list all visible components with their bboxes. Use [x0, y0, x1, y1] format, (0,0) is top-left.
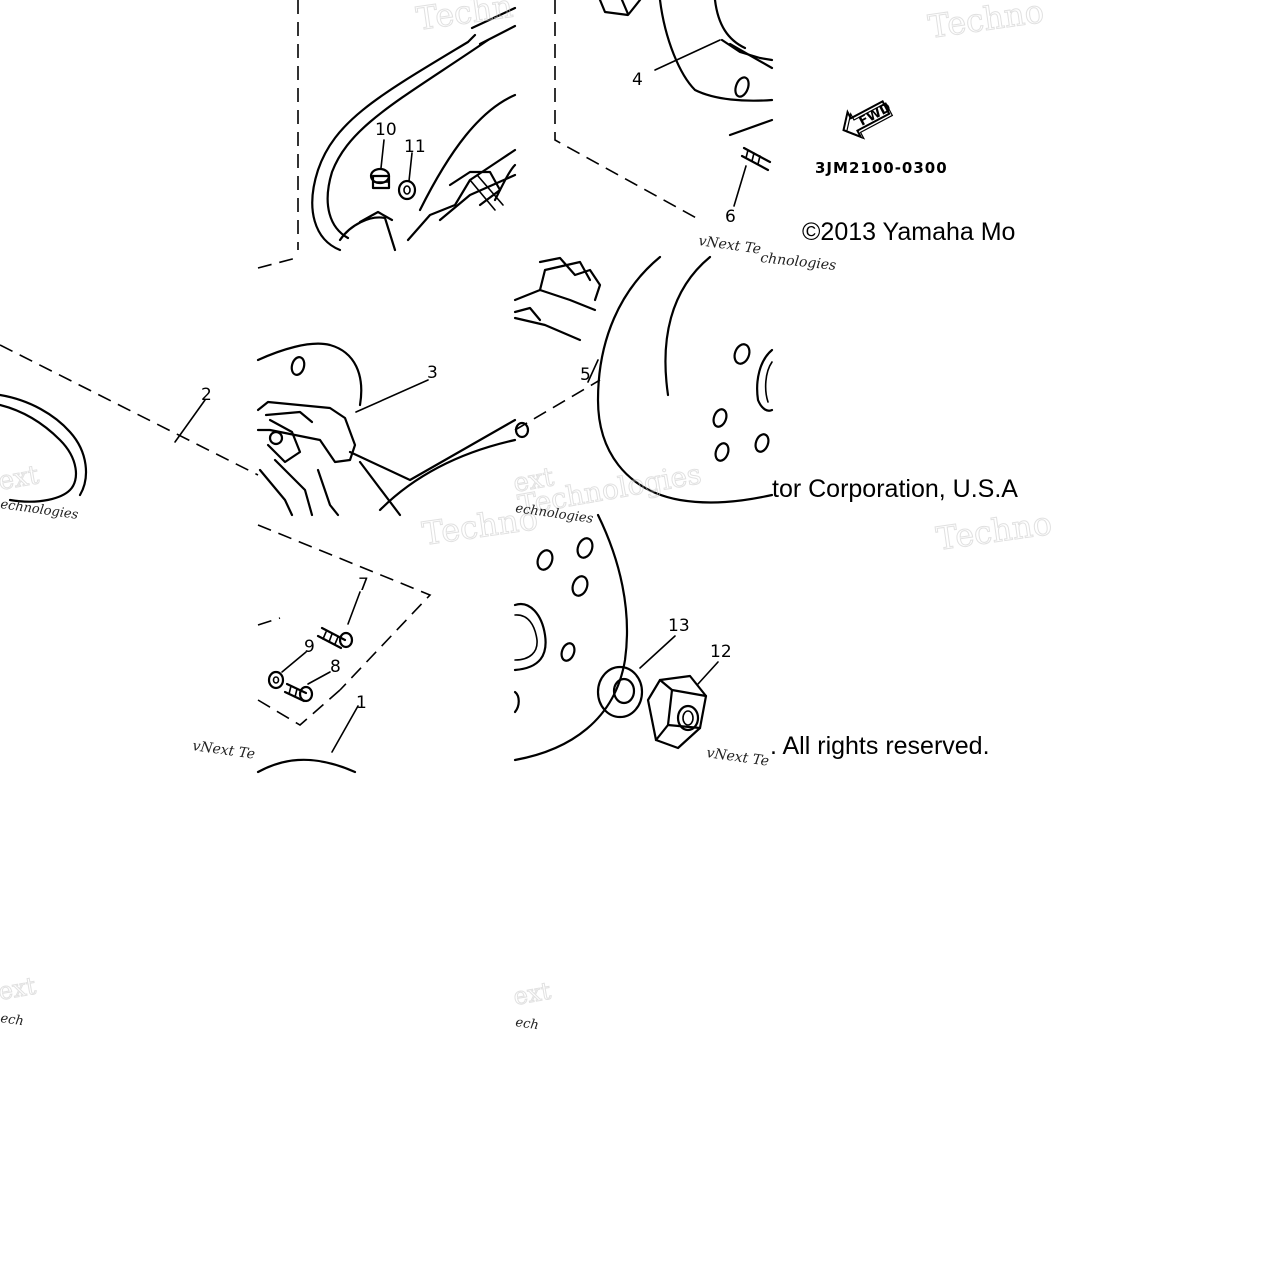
part-code: 3JM2100-0300 [815, 159, 948, 177]
bolt-7 [316, 626, 354, 650]
credit-text: chnologies [760, 250, 837, 274]
callout-5: 5 [580, 365, 591, 385]
bolt-6 [740, 146, 772, 172]
callout-10: 10 [375, 120, 397, 140]
credit-text: ech [514, 1015, 539, 1033]
tile-pickup-coil [256, 256, 517, 517]
copyright-segment-1: ©2013 Yamaha Mo [802, 218, 1015, 246]
watermark-text: Techn [414, 0, 515, 38]
tile-mount-bolts [256, 524, 432, 774]
callout-13: 13 [668, 616, 690, 636]
callout-8: 8 [330, 657, 341, 677]
watermark-text: ext [0, 972, 38, 1006]
watermark-text: ext [0, 460, 42, 497]
watermark-text: ext [511, 977, 553, 1011]
credit-text: vNext Te [697, 233, 762, 258]
callout-4: 4 [632, 70, 643, 90]
copyright-segment-3: . All rights reserved. [770, 732, 990, 760]
credit-text: ech [0, 1011, 25, 1029]
credit-text: vNext Te [191, 738, 256, 763]
fwd-arrow-icon: FWD [842, 100, 894, 140]
copyright-segment-2: tor Corporation, U.S.A [772, 475, 1018, 503]
washer-9 [267, 670, 285, 690]
credit-text: vNext Te [705, 745, 770, 770]
callout-7: 7 [358, 575, 369, 595]
tile-rotor-top [554, 0, 774, 221]
watermark-text: Techno [934, 504, 1054, 558]
tile-flywheel [513, 255, 774, 504]
callout-11: 11 [404, 137, 426, 157]
callout-3: 3 [427, 363, 438, 383]
tile-legend: FWD 3JM2100-0300 [815, 100, 948, 177]
tile-wire-loop [0, 344, 259, 503]
bolt-8 [283, 682, 314, 703]
hex-nut-12 [646, 674, 708, 750]
callout-1: 1 [356, 693, 367, 713]
callout-2: 2 [201, 385, 212, 405]
tile-rotor-nut [513, 513, 719, 762]
washer-11 [397, 179, 417, 201]
credit-layer: vNext Te vNext Te vNext Te chnologies ec… [0, 233, 837, 1033]
tile-hose-bolts [297, 0, 517, 252]
callout-6: 6 [725, 207, 736, 227]
callout-12: 12 [710, 642, 732, 662]
watermark-text: Techno [926, 0, 1046, 46]
callout-9: 9 [304, 637, 315, 657]
bolt-10 [369, 167, 391, 190]
washer-13 [596, 665, 644, 719]
